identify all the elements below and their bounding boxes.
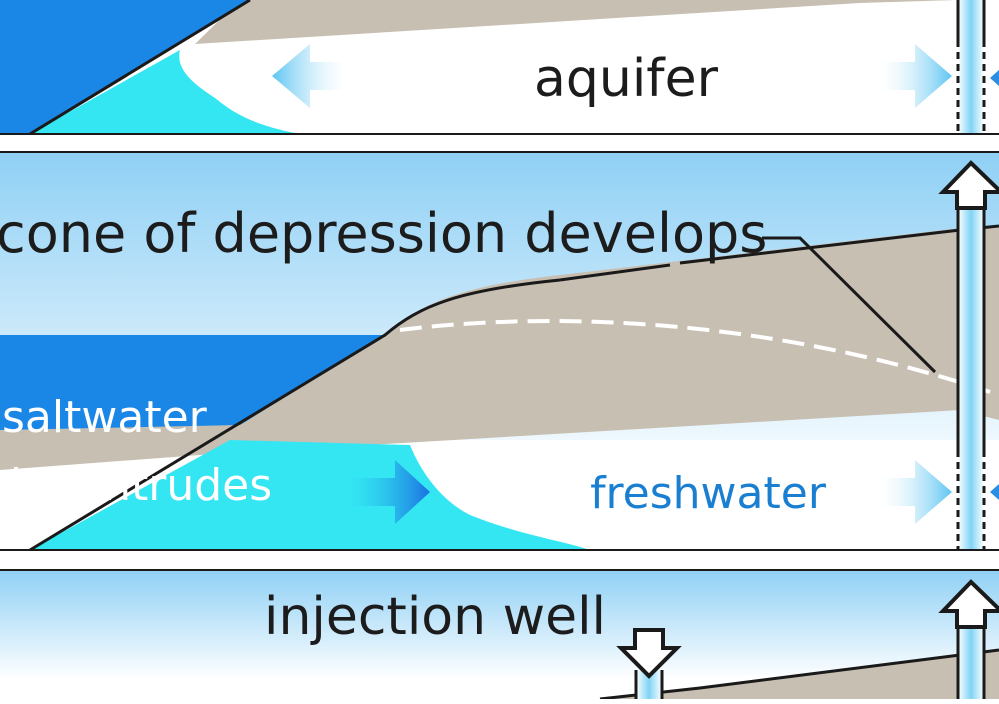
arrow-right-top	[880, 44, 952, 108]
up-arrow-icon	[938, 579, 999, 629]
arrow-left-top	[272, 44, 345, 108]
saltwater-wedge-top	[30, 50, 300, 134]
panel-middle: cone of depression develops saltwater dg…	[0, 151, 999, 552]
aquifer-label: aquifer	[534, 49, 719, 109]
original-water-table	[399, 319, 999, 397]
saltwater-label-line2: dge intrudes	[0, 460, 272, 511]
ocean-top	[0, 0, 250, 134]
injection-well-label: injection well	[264, 587, 606, 647]
arrow-right-freshwater	[880, 460, 952, 524]
pumping-well-bottom	[938, 579, 999, 699]
up-arrow-icon	[938, 160, 999, 210]
freshwater-label: freshwater	[590, 468, 827, 519]
injection-well	[616, 628, 682, 699]
arrow-right-saltwater	[350, 460, 430, 524]
panel-bottom: injection well	[0, 569, 999, 701]
clay-layer-bottom	[600, 650, 999, 699]
cone-leader-line	[762, 236, 937, 374]
saltwater-label-line1: saltwater	[2, 392, 208, 443]
ocean-middle	[0, 335, 385, 430]
down-arrow-icon	[616, 628, 682, 679]
pumping-well-middle	[938, 160, 999, 550]
pumping-well-top	[956, 0, 999, 134]
saltwater-wedge-middle	[30, 440, 590, 550]
cone-of-depression-label: cone of depression develops	[0, 202, 767, 265]
panel-top: aquifer	[0, 0, 999, 136]
clay-band-top	[195, 0, 955, 44]
